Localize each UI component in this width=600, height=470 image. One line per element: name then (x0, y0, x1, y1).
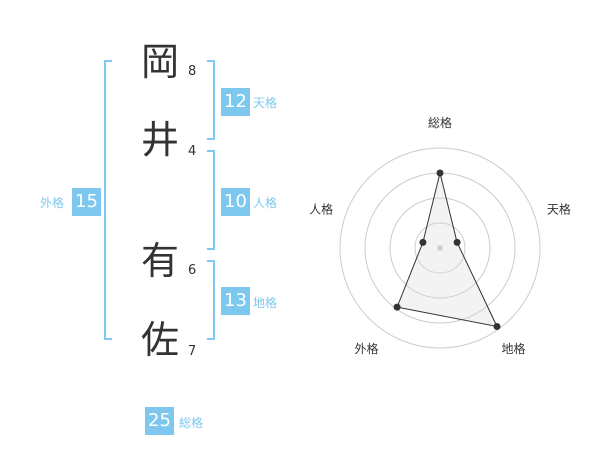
gaikaku-bracket (104, 60, 112, 340)
radar-point (393, 303, 401, 311)
radar-axis-label: 地格 (501, 341, 525, 356)
tenkaku-label: 天格 (253, 96, 278, 110)
radar-point (419, 238, 427, 246)
name-char-2: 井 (140, 118, 179, 162)
gaikaku-label: 外格 (40, 196, 65, 210)
name-char-3: 有 (140, 239, 179, 283)
stroke-count-4: 7 (188, 344, 197, 359)
radar-axis-label: 天格 (547, 201, 571, 216)
radar-point (453, 238, 461, 246)
stroke-count-3: 6 (188, 263, 197, 278)
jinkaku-label: 人格 (253, 196, 278, 210)
soukaku-value: 25 (145, 407, 174, 435)
chikaku-label: 地格 (253, 296, 278, 310)
radar-polygon (396, 172, 498, 328)
radar-point (436, 169, 444, 177)
tenkaku-bracket (207, 60, 215, 140)
chikaku-value: 13 (221, 287, 250, 315)
radar-ring (339, 147, 541, 349)
name-char-4: 佐 (140, 318, 179, 362)
name-char-1: 岡 (140, 40, 179, 84)
soukaku-label: 総格 (179, 416, 204, 430)
radar-ring (414, 222, 466, 274)
radar-axis-label: 人格 (309, 201, 333, 216)
tenkaku-value: 12 (221, 88, 250, 116)
radar-axis-label: 外格 (354, 341, 378, 356)
stroke-count-2: 4 (188, 144, 197, 159)
stroke-count-1: 8 (188, 64, 197, 79)
radar-axis-label: 総格 (428, 115, 452, 130)
radar-center (437, 245, 443, 251)
radar-point (493, 323, 501, 330)
jinkaku-bracket (207, 150, 215, 250)
gaikaku-value: 15 (72, 188, 101, 216)
chikaku-bracket (207, 260, 215, 340)
jinkaku-value: 10 (221, 188, 250, 216)
radar-ring (389, 197, 491, 299)
